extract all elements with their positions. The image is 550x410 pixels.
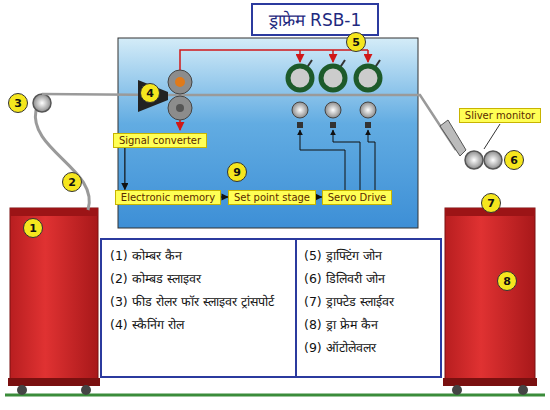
callout-number: 5 xyxy=(352,36,360,49)
key-entry: (6) डिलिवरी जोन xyxy=(304,271,438,288)
drafting-rollers xyxy=(288,60,380,128)
callout-number: 7 xyxy=(481,193,501,213)
callout-number: 9 xyxy=(227,162,247,182)
sliver-path xyxy=(42,94,456,150)
key-table: (1) कोम्बर कैन (2) कोम्बड स्लाइवर (3) फीड … xyxy=(100,238,442,378)
callout-number: 6 xyxy=(504,150,524,170)
control-tick xyxy=(299,50,301,62)
scanning-trumpet xyxy=(138,80,168,112)
servo-line xyxy=(368,130,375,190)
callout-number: 4 xyxy=(146,87,154,100)
delivery-roller xyxy=(484,151,502,169)
signal-arrow xyxy=(221,196,228,197)
signal-arrow xyxy=(124,148,125,190)
callout-number: 3 xyxy=(8,93,28,113)
process-box: Electronic memory xyxy=(115,190,221,205)
key-entry: (5) ड्राफ्टिंग जोन xyxy=(304,248,438,265)
callout-number: 6 xyxy=(510,154,518,167)
combed-sliver xyxy=(35,110,89,210)
box-label: ड्राफ्रेम RSB-1 xyxy=(269,10,362,30)
servo-line xyxy=(300,130,345,190)
callout-number: 4 xyxy=(140,83,160,103)
monitor-line xyxy=(484,124,500,149)
process-box: Signal converter xyxy=(113,133,207,148)
column-divider xyxy=(295,240,297,376)
servo-line xyxy=(333,130,360,190)
callout-number: 1 xyxy=(23,218,43,238)
key-entry: (2) कोम्बड स्लाइवर xyxy=(110,271,290,288)
key-entry: (9) ऑटोलेवलर xyxy=(304,340,438,357)
key-entry: (3) फीड रोलर फॉर स्लाइवर ट्रांसपोर्ट xyxy=(110,294,290,311)
callout-number: 2 xyxy=(62,172,82,192)
process-box: Sliver monitor xyxy=(459,108,541,123)
callout-number: 2 xyxy=(68,176,76,189)
process-box: Set point stage xyxy=(228,190,316,205)
comber-can xyxy=(8,208,100,395)
callout-number: 9 xyxy=(233,166,241,179)
box-label: Electronic memory xyxy=(121,192,215,203)
callout-number: 3 xyxy=(14,97,22,110)
callout-number: 5 xyxy=(346,32,366,52)
delivery-trumpet xyxy=(440,120,466,156)
scanning-roll xyxy=(168,70,192,120)
box-label: Signal converter xyxy=(119,135,201,146)
key-entry: (7) ड्राफ्टेड स्लाईवर xyxy=(304,294,438,311)
feed-roller xyxy=(33,94,51,112)
control-tick xyxy=(367,50,369,62)
scan-signal-line xyxy=(179,120,181,130)
delivery-roller xyxy=(465,151,483,169)
title-box: ड्राफ्रेम RSB-1 xyxy=(251,3,380,36)
callout-number: 8 xyxy=(503,275,511,288)
box-label: Servo Drive xyxy=(328,192,387,203)
callout-number: 1 xyxy=(29,222,37,235)
box-label: Sliver monitor xyxy=(465,110,535,121)
key-entry: (4) स्कैनिंग रोल xyxy=(110,317,290,334)
callout-number: 7 xyxy=(487,197,495,210)
draw-frame-can xyxy=(443,208,537,395)
control-tick xyxy=(332,50,334,62)
box-label: Set point stage xyxy=(234,192,310,203)
key-entry: (1) कोम्बर कैन xyxy=(110,248,290,265)
key-entry: (8) ड्रा फ्रेम कैन xyxy=(304,317,438,334)
callout-number: 8 xyxy=(497,271,517,291)
process-box: Servo Drive xyxy=(322,190,393,205)
